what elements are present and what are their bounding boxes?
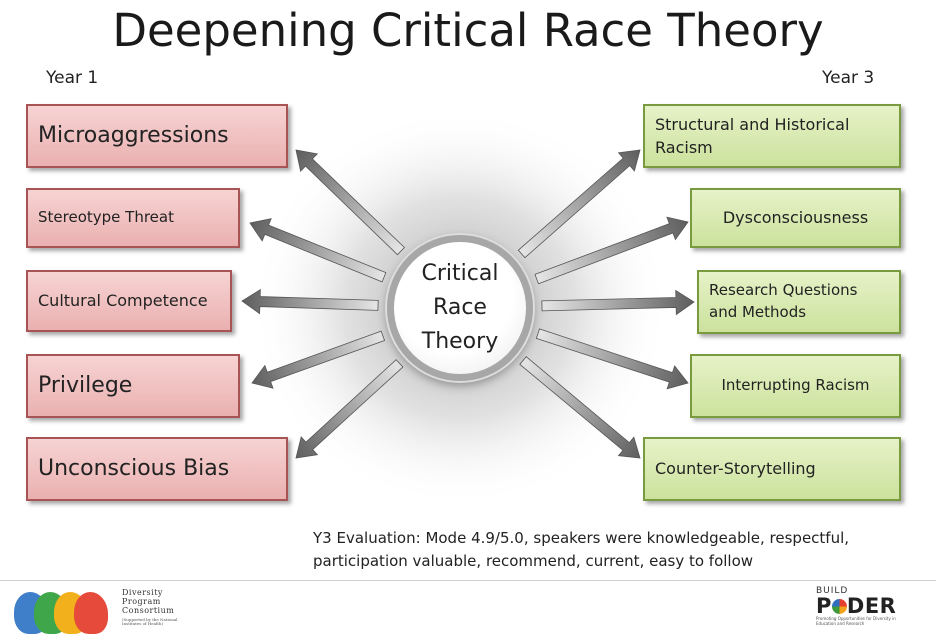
dpc-line-1: Diversity <box>122 588 163 597</box>
poder-wordmark: P DER <box>816 596 926 617</box>
left-box-label: Cultural Competence <box>38 291 208 311</box>
evaluation-text: Y3 Evaluation: Mode 4.9/5.0, speakers we… <box>313 529 850 570</box>
right-box-interrupting-racism: Interrupting Racism <box>690 354 901 418</box>
dpc-wordmark: Diversity Program Consortium (Supported … <box>122 588 182 627</box>
arrow-to-dysconsciousness <box>534 216 689 285</box>
poder-der: DER <box>846 594 897 618</box>
left-box-cultural-competence: Cultural Competence <box>26 270 232 332</box>
dpc-note: (Supported by the National Institutes of… <box>122 616 178 627</box>
diversity-program-consortium-logo: Diversity Program Consortium (Supported … <box>14 586 214 638</box>
poder-p: P <box>816 594 832 618</box>
right-box-label: Research Questions and Methods <box>709 281 858 321</box>
left-box-stereotype-threat: Stereotype Threat <box>26 188 240 248</box>
left-box-privilege: Privilege <box>26 354 240 418</box>
right-box-dysconsciousness: Dysconsciousness <box>690 188 901 248</box>
right-box-research-questions: Research Questions and Methods <box>697 270 901 334</box>
year-3-label: Year 3 <box>822 68 875 88</box>
page-title: Deepening Critical Race Theory <box>112 4 824 57</box>
arrow-to-interrupting-racism <box>535 328 689 390</box>
left-box-label: Stereotype Threat <box>38 208 174 227</box>
arrow-to-research-questions <box>541 289 695 316</box>
arrow-to-stereotype-threat <box>249 218 387 283</box>
right-box-structural-historical-racism: Structural and Historical Racism <box>643 104 901 168</box>
left-box-label: Privilege <box>38 373 133 399</box>
dpc-line-3: Consortium <box>122 606 175 616</box>
left-box-label: Microaggressions <box>38 123 229 149</box>
arrow-to-privilege <box>251 330 386 389</box>
poder-subtitle: Promoting Opportunities for Diversity in… <box>816 616 896 626</box>
right-box-counter-storytelling: Counter-Storytelling <box>643 437 901 501</box>
hub-line-3: Theory <box>421 329 499 355</box>
build-poder-logo: BUILD P DER Promoting Opportunities for D… <box>816 586 926 638</box>
build-label: BUILD <box>816 586 849 596</box>
arrow-to-microaggressions <box>295 149 405 256</box>
right-box-label: Counter-Storytelling <box>655 459 816 479</box>
arrow-to-structural-historical-racism <box>517 149 641 259</box>
year-1-label: Year 1 <box>46 68 99 88</box>
hub-line-2: Race <box>433 294 487 320</box>
poder-globe-icon <box>831 599 847 614</box>
left-box-microaggressions: Microaggressions <box>26 104 288 168</box>
profile-heads-icon <box>14 592 114 636</box>
hub-line-1: Critical <box>421 260 499 286</box>
arrow-to-counter-storytelling <box>519 356 641 459</box>
footer-divider <box>0 580 936 581</box>
arrow-group <box>241 149 695 459</box>
left-box-unconscious-bias: Unconscious Bias <box>26 437 288 501</box>
left-box-label: Unconscious Bias <box>38 456 230 482</box>
right-box-label: Structural and Historical Racism <box>655 114 850 157</box>
right-box-label: Dysconsciousness <box>722 208 869 228</box>
arrow-to-unconscious-bias <box>295 359 404 459</box>
dpc-line-2: Program <box>122 597 161 607</box>
arrow-to-cultural-competence <box>241 288 379 315</box>
right-box-label: Interrupting Racism <box>721 376 870 395</box>
center-hub: Critical Race Theory <box>387 235 533 381</box>
